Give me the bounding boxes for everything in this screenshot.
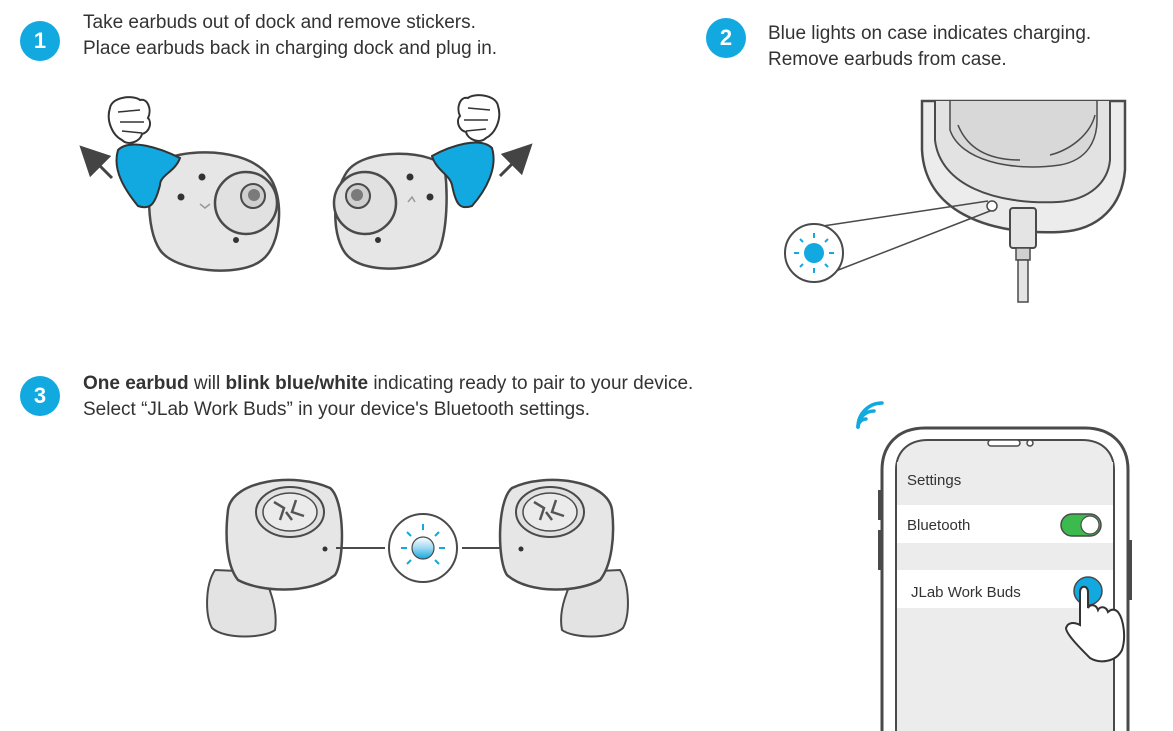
step-3-plain-b: indicating ready to pair to your device. xyxy=(368,373,694,394)
phone-settings-title: Settings xyxy=(907,472,962,489)
step-1-line-2: Place earbuds back in charging dock and … xyxy=(83,38,498,59)
step-2-text: Blue lights on case indicates charging. … xyxy=(768,21,1091,73)
wireless-signal-icon xyxy=(856,401,884,429)
right-sticker-shape xyxy=(430,141,495,209)
left-hand-drawing xyxy=(107,96,151,144)
blue-light-icon xyxy=(794,233,834,273)
pair-left-earbud xyxy=(206,478,344,638)
left-earbud-drawing xyxy=(147,151,281,272)
step-3-line-2: Select “JLab Work Buds” in your device's… xyxy=(83,399,591,420)
tap-indicator xyxy=(1073,576,1103,606)
phone-device-item[interactable]: JLab Work Buds xyxy=(911,584,1021,601)
pointing-hand-icon xyxy=(1064,585,1126,663)
case-led-dot xyxy=(986,200,998,212)
step-3-plain-a: will xyxy=(188,373,226,394)
step-2-line-2: Remove earbuds from case. xyxy=(768,49,1007,70)
step-1-line-1: Take earbuds out of dock and remove stic… xyxy=(83,12,476,33)
step-2-line-1: Blue lights on case indicates charging. xyxy=(768,23,1092,44)
right-hand-drawing xyxy=(457,94,501,142)
step-2-badge: 2 xyxy=(706,18,746,58)
step-1-badge: 1 xyxy=(20,21,60,61)
pair-right-earbud xyxy=(498,478,629,638)
left-sticker-shape xyxy=(115,143,182,209)
usb-cable-drawing xyxy=(1009,207,1037,303)
led-zoom-circle xyxy=(784,223,844,283)
phone-camera xyxy=(1026,439,1034,447)
blink-light-icon xyxy=(401,524,445,565)
phone-speaker xyxy=(987,439,1021,447)
right-earbud-drawing xyxy=(332,152,448,270)
bluetooth-toggle[interactable] xyxy=(1060,513,1102,537)
phone-bluetooth-label[interactable]: Bluetooth xyxy=(907,517,971,534)
step-3-badge: 3 xyxy=(20,376,60,416)
step-3-line-1: One earbud will blink blue/white indicat… xyxy=(83,371,693,397)
step-3-bold-a: One earbud xyxy=(83,373,189,394)
step-1-text: Take earbuds out of dock and remove stic… xyxy=(83,10,497,62)
step-3-bold-b: blink blue/white xyxy=(225,373,369,394)
blink-zoom-circle xyxy=(388,513,458,583)
step-3-text: One earbud will blink blue/white indicat… xyxy=(83,371,693,423)
charging-case-drawing xyxy=(920,99,1127,234)
